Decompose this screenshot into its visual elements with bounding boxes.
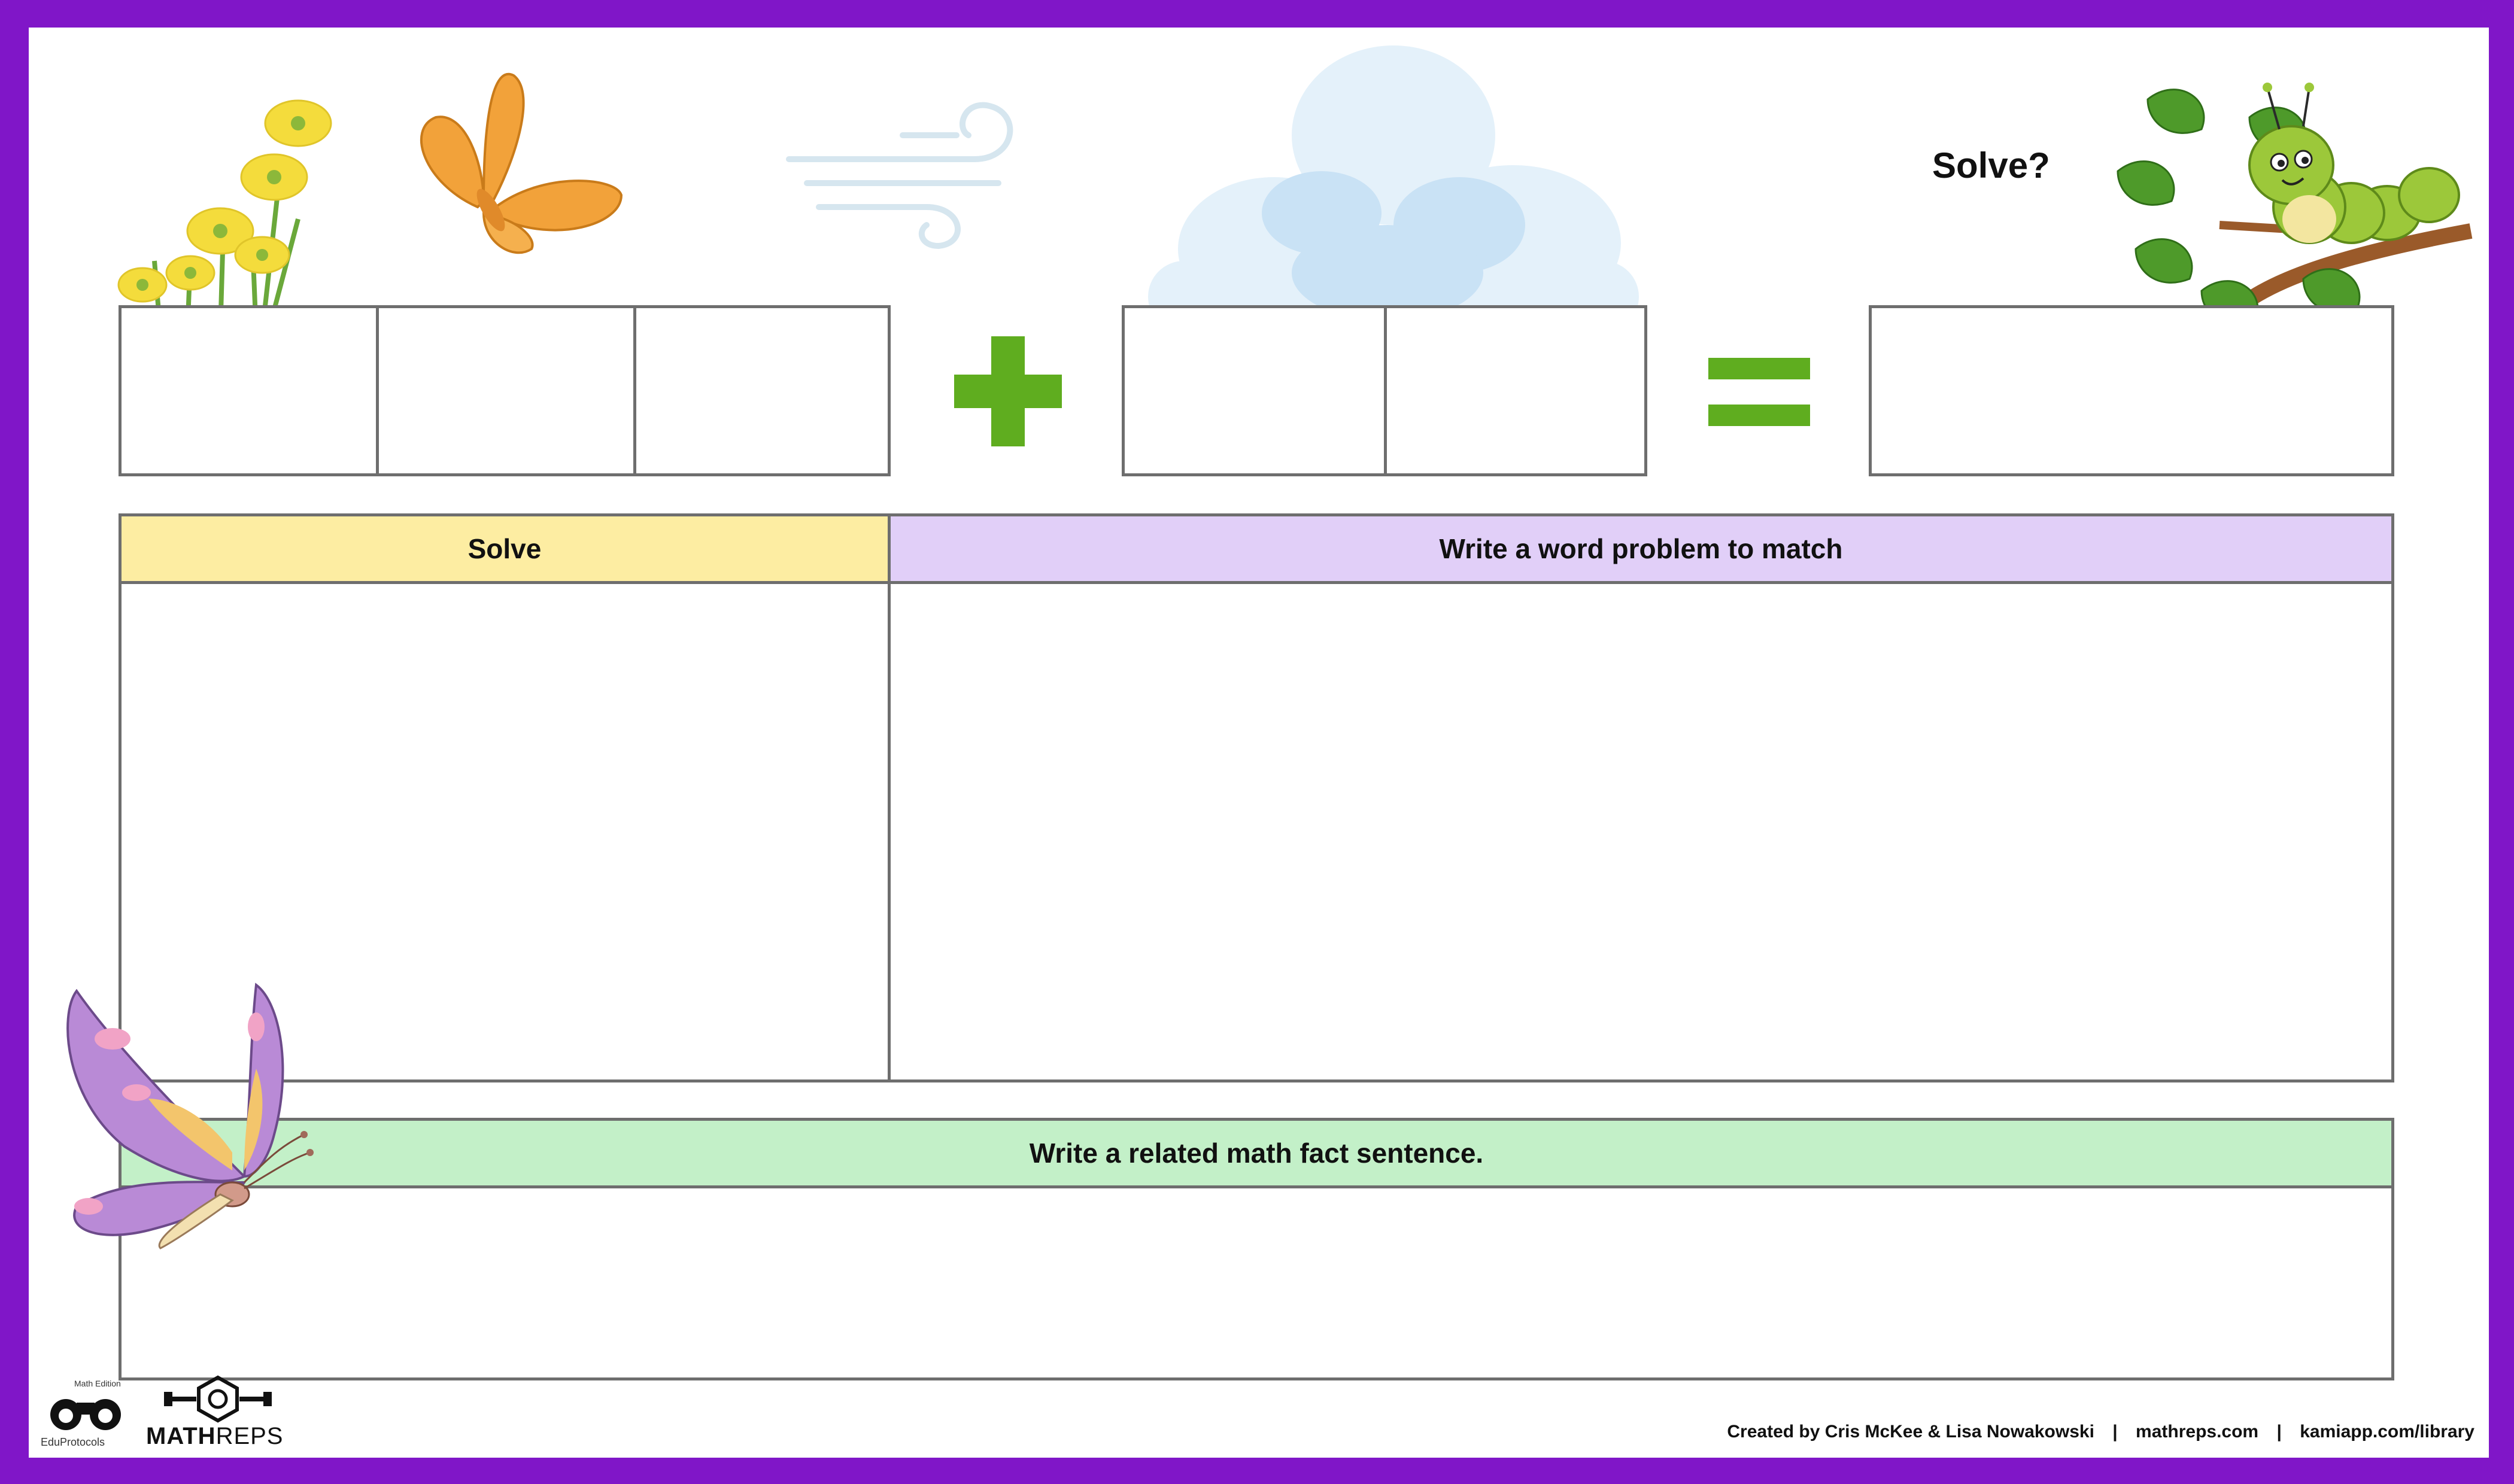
equals-sign (1708, 358, 1810, 426)
credits-text: Created by Cris McKee & Lisa Nowakowski (1727, 1422, 2094, 1442)
answer-box[interactable] (1869, 305, 2394, 476)
addend-1-boxes (119, 305, 891, 476)
caterpillar-illustration (2117, 83, 2473, 337)
kami-library-link[interactable]: kamiapp.com/library (2300, 1422, 2474, 1442)
addend-2-boxes (1122, 305, 1647, 476)
word-problem-header: Write a word problem to match (888, 513, 2394, 584)
fact-sentence-area[interactable] (119, 1185, 2394, 1380)
mathreps-bold-label: MATH (146, 1423, 216, 1449)
addend-1-tens-box[interactable] (379, 308, 636, 473)
mathreps-light-label: REPS (215, 1423, 284, 1449)
eduprotocols-logo: Math Edition EduProtocols (38, 1374, 134, 1452)
solve-question-label: Solve? (1932, 145, 2050, 186)
mathreps-logo: MATHREPS (146, 1374, 302, 1452)
addend-1-hundreds-box[interactable] (122, 308, 379, 473)
plus-sign (954, 336, 1062, 446)
addend-2-ones-box[interactable] (1387, 308, 1644, 473)
solve-header-label: Solve (467, 533, 542, 564)
edu-small-label: Math Edition (74, 1379, 121, 1388)
hexagon-dumbbell-icon (164, 1375, 272, 1423)
word-problem-area[interactable] (888, 581, 2394, 1082)
edu-name-label: EduProtocols (41, 1436, 105, 1448)
fact-sentence-header: Write a related math fact sentence. (119, 1118, 2394, 1188)
worksheet: Solve? (29, 28, 2489, 1458)
fact-sentence-header-label: Write a related math fact sentence. (1029, 1138, 1484, 1169)
footer-credits: Created by Cris McKee & Lisa Nowakowski … (1727, 1422, 2474, 1442)
addend-1-ones-box[interactable] (636, 308, 888, 473)
cloud-illustration (1148, 45, 1639, 333)
addend-2-tens-box[interactable] (1125, 308, 1387, 473)
flowers-illustration (117, 99, 332, 334)
mathreps-link[interactable]: mathreps.com (2136, 1422, 2259, 1442)
solve-work-area[interactable] (119, 581, 891, 1082)
orange-butterfly-illustration (420, 72, 623, 254)
binoculars-icon (50, 1399, 121, 1430)
footer-separator: | (2112, 1422, 2118, 1442)
purple-butterfly-illustration (66, 983, 314, 1249)
footer-separator: | (2276, 1422, 2282, 1442)
word-problem-header-label: Write a word problem to match (1439, 533, 1843, 564)
solve-header: Solve (119, 513, 891, 584)
wind-icon (786, 102, 1013, 250)
